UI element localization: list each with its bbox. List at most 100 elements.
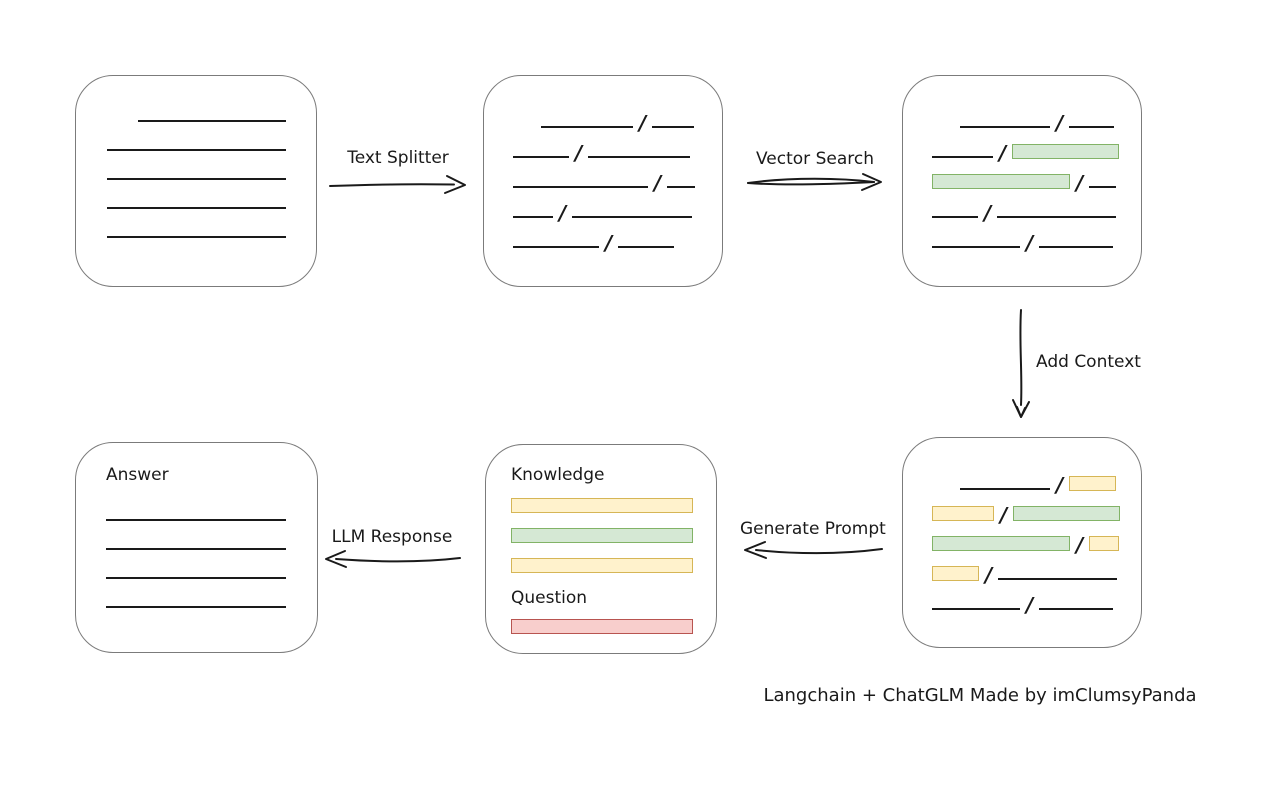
add-context-label: Add Context xyxy=(1036,352,1141,372)
question-heading: Question xyxy=(511,588,588,608)
green-highlight-chip xyxy=(932,174,1070,189)
slash-separator: / xyxy=(605,231,613,255)
right-arrow-icon xyxy=(747,173,882,191)
text-line xyxy=(667,186,696,188)
chunk-row: / xyxy=(513,219,722,253)
yellow-highlight-chip xyxy=(932,566,979,581)
yellow-bar xyxy=(511,558,693,573)
text-line xyxy=(1039,608,1114,610)
slash-separator: / xyxy=(1056,473,1064,497)
slash-separator: / xyxy=(559,201,567,225)
prompt-box: Knowledge Question xyxy=(485,444,717,654)
text-line xyxy=(960,488,1050,490)
split-chunks-box: / / / / / xyxy=(483,75,723,287)
generate-prompt-label: Generate Prompt xyxy=(740,519,886,539)
text-line xyxy=(106,606,286,608)
right-arrow-icon xyxy=(329,175,466,194)
yellow-highlight-chip xyxy=(1069,476,1117,491)
left-arrow-icon xyxy=(325,550,461,568)
text-line xyxy=(960,126,1050,128)
matched-chunks-box: / / / / / xyxy=(902,75,1142,287)
text-line xyxy=(932,156,993,158)
text-line xyxy=(572,216,693,218)
text-splitter-label: Text Splitter xyxy=(347,148,449,168)
slash-separator: / xyxy=(639,111,647,135)
slash-separator: / xyxy=(575,141,583,165)
text-line xyxy=(138,120,286,122)
knowledge-bars xyxy=(511,498,716,573)
text-line xyxy=(652,126,695,128)
chunk-row: / xyxy=(932,189,1141,223)
source-document-box xyxy=(75,75,317,287)
text-line xyxy=(513,186,648,188)
answer-box: Answer xyxy=(75,442,318,653)
text-line xyxy=(107,207,286,209)
text-line xyxy=(513,216,553,218)
chunk-row: / xyxy=(932,581,1141,615)
matched-chunk-rows: / / / / / xyxy=(903,76,1141,253)
green-highlight-chip xyxy=(932,536,1070,551)
knowledge-heading: Knowledge xyxy=(511,465,605,485)
chunk-row: / xyxy=(932,491,1141,525)
slash-separator: / xyxy=(1026,231,1034,255)
chunk-row: / xyxy=(932,219,1141,253)
split-chunk-rows: / / / / / xyxy=(484,76,722,253)
text-line xyxy=(1069,126,1115,128)
chunk-row: / xyxy=(932,551,1141,585)
chunk-row: / xyxy=(932,521,1141,555)
answer-text-lines xyxy=(106,519,317,608)
text-line xyxy=(932,216,978,218)
text-line xyxy=(541,126,633,128)
text-line xyxy=(107,149,286,151)
chunk-row: / xyxy=(932,99,1141,133)
slash-separator: / xyxy=(1076,533,1084,557)
text-line xyxy=(1039,246,1114,248)
text-line xyxy=(618,246,675,248)
green-highlight-chip xyxy=(1012,144,1120,159)
text-line xyxy=(998,578,1118,580)
chunk-row: / xyxy=(513,99,722,133)
slash-separator: / xyxy=(654,171,662,195)
slash-separator: / xyxy=(1076,171,1084,195)
yellow-highlight-chip xyxy=(1089,536,1120,551)
slash-separator: / xyxy=(1026,593,1034,617)
slash-separator: / xyxy=(984,201,992,225)
green-highlight-chip xyxy=(1013,506,1121,521)
slash-separator: / xyxy=(999,141,1007,165)
text-line xyxy=(588,156,691,158)
text-line xyxy=(106,548,286,550)
document-text-lines xyxy=(76,76,316,238)
yellow-highlight-chip xyxy=(932,506,994,521)
diagram-caption: Langchain + ChatGLM Made by imClumsyPand… xyxy=(763,685,1197,706)
chunk-row: / xyxy=(513,189,722,223)
text-line xyxy=(997,216,1117,218)
llm-response-label: LLM Response xyxy=(331,527,453,547)
slash-separator: / xyxy=(1056,111,1064,135)
green-bar xyxy=(511,528,693,543)
text-line xyxy=(1089,186,1117,188)
text-line xyxy=(932,246,1020,248)
text-line xyxy=(106,519,286,521)
answer-heading: Answer xyxy=(106,465,169,485)
chunk-row: / xyxy=(932,129,1141,163)
chunk-row: / xyxy=(513,129,722,163)
text-line xyxy=(107,178,286,180)
text-line xyxy=(513,156,569,158)
slash-separator: / xyxy=(1000,503,1008,527)
chunk-row: / xyxy=(513,159,722,193)
slash-separator: / xyxy=(985,563,993,587)
left-arrow-icon xyxy=(744,541,883,559)
context-chunks-box: / / / / / xyxy=(902,437,1142,648)
text-line xyxy=(513,246,599,248)
red-bar xyxy=(511,619,693,634)
context-chunk-rows: / / / / / xyxy=(903,438,1141,615)
chunk-row: / xyxy=(932,159,1141,193)
text-line xyxy=(106,577,286,579)
text-line xyxy=(932,608,1020,610)
chunk-row: / xyxy=(932,461,1141,495)
text-line xyxy=(107,236,286,238)
question-bars xyxy=(511,619,716,634)
vector-search-label: Vector Search xyxy=(756,149,874,169)
down-arrow-icon xyxy=(1012,309,1030,418)
